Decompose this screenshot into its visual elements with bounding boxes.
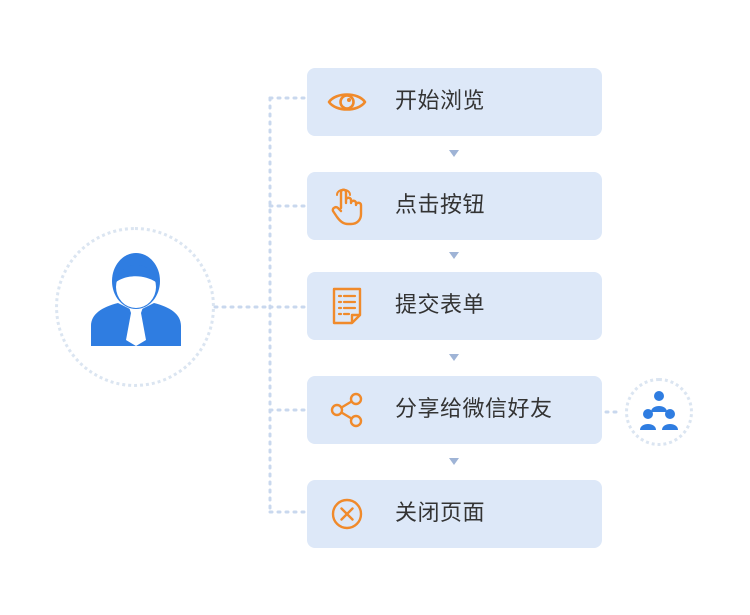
flow-arrow (449, 354, 459, 361)
step-share-wechat: 分享给微信好友 (307, 376, 602, 444)
pointer-hand-icon (331, 188, 363, 226)
user-ring (55, 227, 215, 387)
step-label: 点击按钮 (395, 193, 486, 218)
step-label: 分享给微信好友 (395, 397, 553, 422)
eye-icon (327, 93, 367, 111)
flow-arrow (449, 458, 459, 465)
group-icon (640, 391, 678, 430)
share-icon (330, 392, 363, 428)
step-start-browsing: 开始浏览 (307, 68, 602, 136)
step-click-button: 点击按钮 (307, 172, 602, 240)
close-circle-icon (331, 498, 363, 530)
flow-arrow (449, 252, 459, 259)
step-label: 提交表单 (395, 293, 486, 318)
step-label: 关闭页面 (395, 501, 486, 526)
flow-arrow (449, 150, 459, 157)
document-icon (332, 287, 362, 325)
step-label: 开始浏览 (395, 89, 486, 114)
user-icon (91, 253, 181, 346)
step-close-page: 关闭页面 (307, 480, 602, 548)
step-submit-form: 提交表单 (307, 272, 602, 340)
group-ring (625, 378, 693, 446)
